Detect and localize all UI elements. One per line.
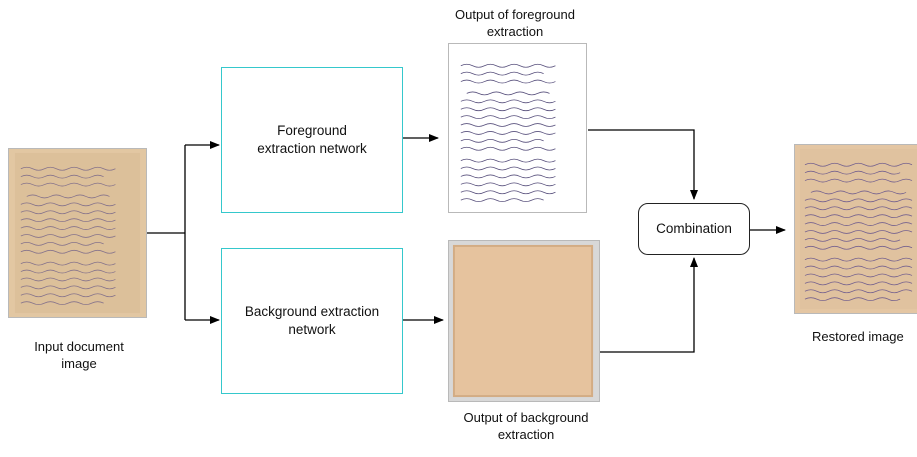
combination-box: Combination: [638, 203, 750, 255]
restored-image: [794, 144, 917, 314]
restored-handwriting-image: [799, 148, 917, 310]
combination-label: Combination: [656, 221, 732, 236]
foreground-text-image: [460, 63, 556, 203]
foreground-network-label: Foreground extraction network: [257, 123, 367, 156]
background-network-label: Background extraction network: [244, 304, 380, 337]
background-paper-image: [452, 244, 594, 398]
background-output-image: [448, 240, 600, 402]
foreground-output-label: Output of foreground extraction: [455, 7, 575, 39]
input-document-label: Input document image: [34, 339, 124, 371]
background-output-to-combination-arrow: [600, 257, 698, 353]
restored-image-label: Restored image: [812, 329, 904, 344]
foreground-extraction-network-box: Foreground extraction network: [221, 67, 403, 213]
background-extraction-network-box: Background extraction network: [221, 248, 403, 394]
foreground-output-image: [448, 43, 587, 213]
foreground-output-to-combination-arrow: [588, 129, 698, 200]
handwriting-image: [14, 152, 141, 314]
input-document-image: [8, 148, 147, 318]
background-output-label: Output of background extraction: [463, 410, 589, 442]
